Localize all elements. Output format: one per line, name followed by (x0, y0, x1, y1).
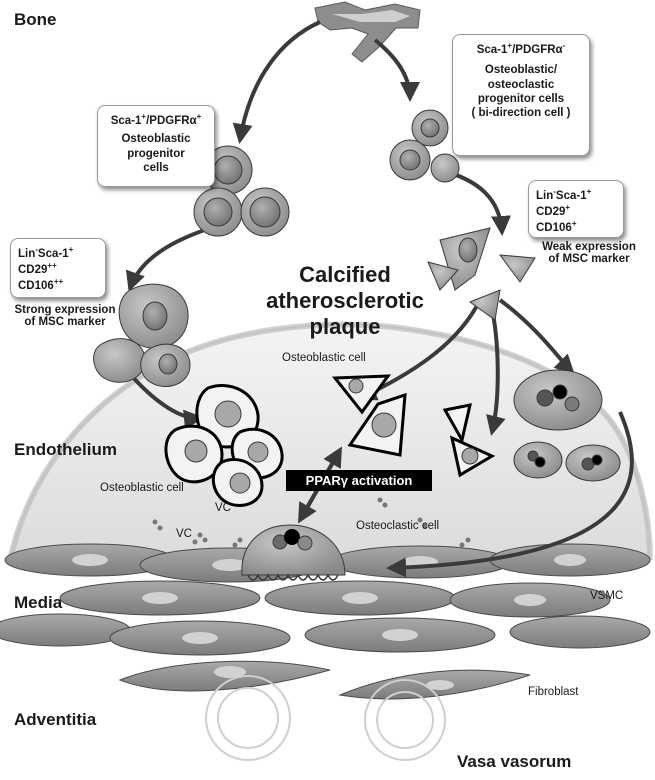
label-vasa-vasorum: Vasa vasorum (457, 752, 571, 772)
vsmc-label: VSMC (590, 590, 623, 602)
left-progenitor-line-2: progenitor (105, 147, 207, 161)
ppar-activation-banner: PPARγ activation (286, 470, 432, 491)
strong-expression-line-2: of MSC marker (6, 316, 124, 328)
left-progenitor-line-3: cells (105, 161, 207, 175)
osteoclastic-cell-label: Osteoclastic cell (356, 520, 439, 532)
title-line-2: atherosclerotic (265, 288, 425, 314)
box-right-msc: Lin-Sca-1+ CD29+ CD106+ (528, 180, 624, 238)
box-left-msc: Lin-Sca-1+ CD29++ CD106++ (10, 238, 106, 298)
osteoblastic-cell-top-label: Osteoblastic cell (282, 352, 366, 364)
title-line-1: Calcified (265, 262, 425, 288)
right-progenitor-cells (390, 110, 459, 182)
right-progenitor-line-3: progenitor cells (460, 92, 582, 106)
vc-label-2: VC (176, 528, 192, 540)
right-progenitor-line-2: osteoclastic (460, 78, 582, 92)
label-endothelium: Endothelium (14, 440, 117, 460)
strong-expression-label: Strong expression of MSC marker (6, 304, 124, 328)
right-msc-line-2: CD29+ (536, 203, 616, 219)
box-left-progenitor: Sca-1+/PDGFRα+ Osteoblastic progenitor c… (97, 105, 215, 187)
right-msc-line-1: Lin-Sca-1+ (536, 187, 616, 203)
label-adventitia: Adventitia (14, 710, 96, 730)
vc-label-1: VC (215, 502, 231, 514)
left-msc-line-1: Lin-Sca-1+ (18, 245, 98, 261)
label-bone: Bone (14, 10, 57, 30)
right-progenitor-marker: Sca-1+/PDGFRα- (460, 41, 582, 57)
bone-icon (315, 2, 420, 62)
strong-expression-line-1: Strong expression (6, 304, 124, 316)
osteoblastic-cell-left-label: Osteoblastic cell (100, 482, 184, 494)
weak-expression-line-2: of MSC marker (530, 253, 648, 265)
adventitia-layer (120, 661, 530, 699)
fibroblast-label: Fibroblast (528, 686, 579, 698)
right-progenitor-line-4: ( bi-direction cell ) (460, 106, 582, 120)
right-progenitor-line-1: Osteoblastic/ (460, 63, 582, 77)
left-progenitor-line-1: Osteoblastic (105, 132, 207, 146)
left-msc-line-3: CD106++ (18, 277, 98, 293)
left-msc-line-2: CD29++ (18, 261, 98, 277)
right-msc-line-3: CD106+ (536, 219, 616, 235)
label-media: Media (14, 593, 62, 613)
weak-expression-label: Weak expression of MSC marker (530, 241, 648, 265)
plaque-title: Calcified atherosclerotic plaque (265, 262, 425, 340)
weak-expression-line-1: Weak expression (530, 241, 648, 253)
right-msc-cells (428, 228, 535, 320)
box-right-progenitor: Sca-1+/PDGFRα- Osteoblastic/ osteoclasti… (452, 34, 590, 156)
left-progenitor-marker: Sca-1+/PDGFRα+ (105, 112, 207, 128)
left-msc-cells (94, 284, 190, 386)
title-line-3: plaque (265, 314, 425, 340)
